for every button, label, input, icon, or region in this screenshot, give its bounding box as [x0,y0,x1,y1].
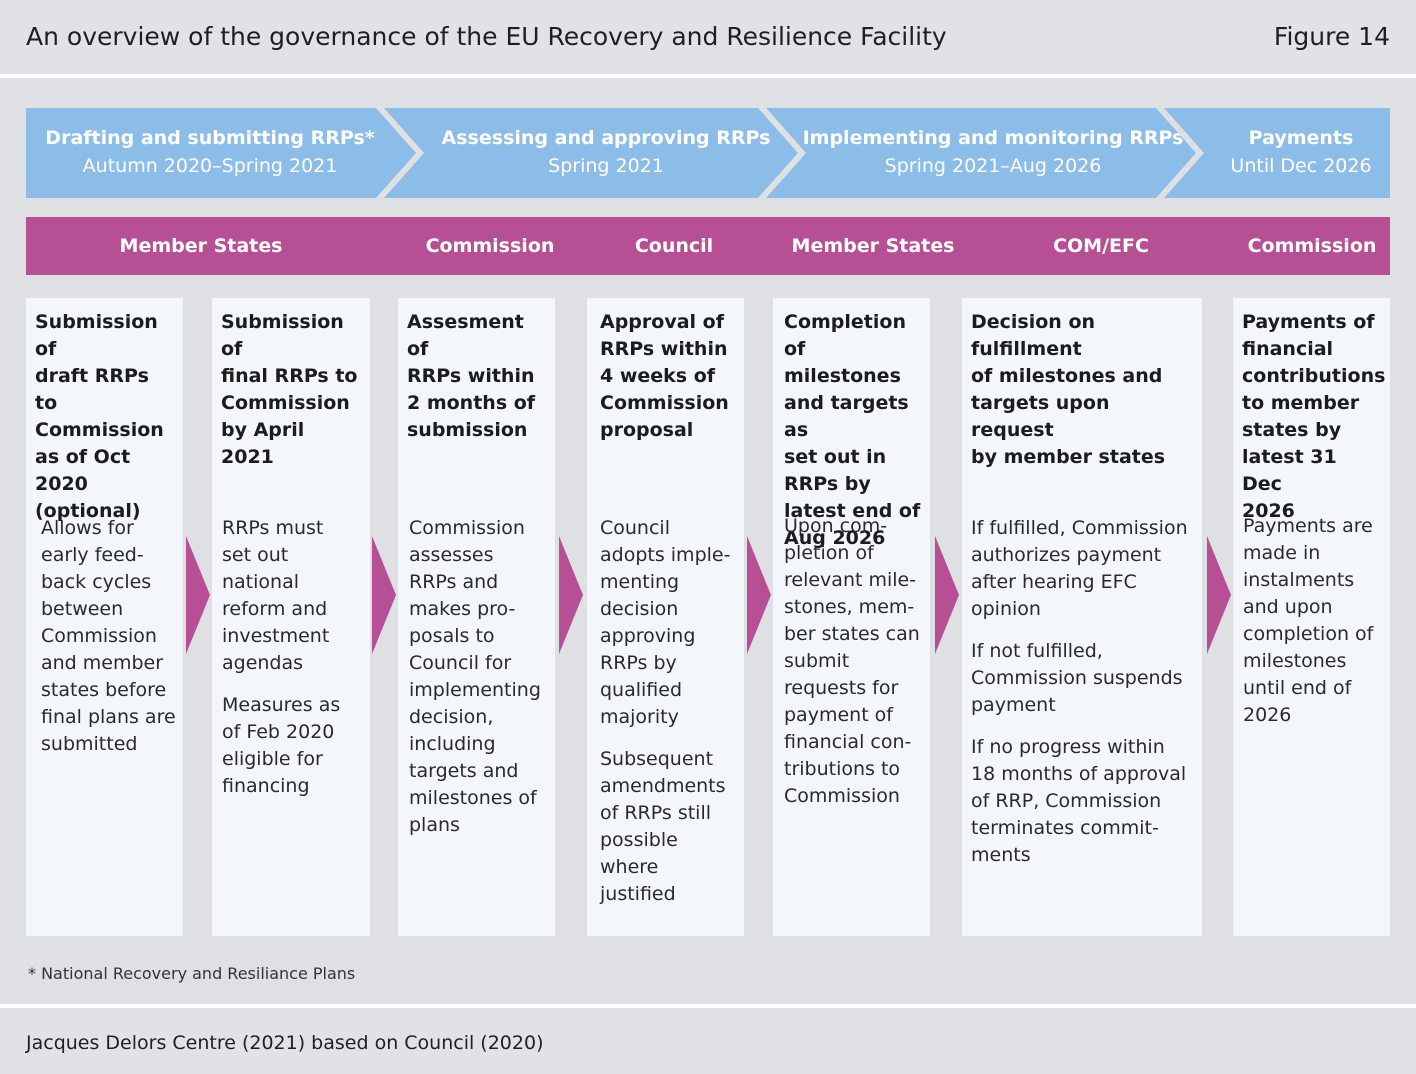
step-card-assessment: Assesment of RRPs within 2 months of sub… [398,298,555,936]
step-card-draft-submission: Submission of draft RRPs to Commission a… [26,298,183,936]
phase-period: Spring 2021–Aug 2026 [884,155,1102,177]
phase-period: Spring 2021 [548,155,664,177]
card-heading: Completion of milestones and targets as … [784,311,921,549]
card-paragraph: If not fulfilled, Commission suspends pa… [971,640,1183,716]
phase-period: Until Dec 2026 [1230,155,1372,177]
footnote: * National Recovery and Resiliance Plans [28,964,356,983]
card-heading: Payments of financial contributions to m… [1242,311,1386,522]
flow-arrow-icon [1207,536,1231,654]
phase-assessing: Assessing and approving RRPs Spring 2021 [384,108,798,198]
card-heading: Submission of draft RRPs to Commission a… [35,311,164,522]
header-divider [0,74,1416,78]
card-paragraph: Subsequent amendments of RRPs still poss… [600,748,726,905]
actor-commission: Commission [362,217,592,275]
flow-arrow-icon [372,536,396,654]
flow-arrow-icon [747,536,771,654]
card-body: Council adopts imple- menting decision a… [587,515,740,923]
card-body: If fulfilled, Commission authorizes paym… [962,515,1198,884]
step-card-completion: Completion of milestones and targets as … [773,298,930,936]
card-body: RRPs must set out national reform and in… [212,515,366,815]
footer-divider [0,1004,1416,1008]
step-card-approval: Approval of RRPs within 4 weeks of Commi… [587,298,744,936]
flow-arrow-icon [186,536,210,654]
step-card-payments: Payments of financial contributions to m… [1233,298,1390,936]
card-paragraph: Upon com- pletion of relevant mile- ston… [784,515,920,807]
card-body: Commission assesses RRPs and makes pro- … [398,515,551,854]
flow-arrow-icon [935,536,959,654]
figure-header: An overview of the governance of the EU … [0,0,1416,74]
source-credit: Jacques Delors Centre (2021) based on Co… [26,1032,544,1054]
card-heading: Submission of final RRPs to Commission b… [221,311,358,468]
card-paragraph: Allows for early feed- back cycles betwe… [41,517,176,755]
phase-period: Autumn 2020–Spring 2021 [82,155,338,177]
step-card-final-submission: Submission of final RRPs to Commission b… [212,298,370,936]
card-paragraph: Commission assesses RRPs and makes pro- … [409,517,541,836]
actor-member-states-implementation: Member States [738,217,984,275]
card-paragraph: Payments are made in instalments and upo… [1243,515,1374,726]
step-card-decision: Decision on fulfillment of milestones an… [962,298,1202,936]
actor-member-states: Member States [26,217,390,275]
card-body: Payments are made in instalments and upo… [1233,513,1386,744]
actor-commission-payments: Commission [1192,217,1390,275]
phase-drafting: Drafting and submitting RRPs* Autumn 202… [26,108,416,198]
actor-com-efc: COM/EFC [954,217,1222,275]
actor-council: Council [562,217,768,275]
figure-title: An overview of the governance of the EU … [26,22,947,51]
figure-number: Figure 14 [1273,22,1390,51]
card-heading: Approval of RRPs within 4 weeks of Commi… [600,311,729,441]
card-paragraph: If fulfilled, Commission authorizes paym… [971,517,1188,620]
card-body: Upon com- pletion of relevant mile- ston… [773,513,926,825]
phase-title: Payments [1248,127,1354,149]
card-heading: Decision on fulfillment of milestones an… [971,311,1166,468]
card-paragraph: Measures as of Feb 2020 eligible for fin… [222,694,341,797]
card-paragraph: RRPs must set out national reform and in… [222,517,330,674]
card-heading: Assesment of RRPs within 2 months of sub… [407,311,536,441]
card-body: Allows for early feed- back cycles betwe… [26,515,179,773]
phase-title: Assessing and approving RRPs [441,127,771,149]
phase-title: Drafting and submitting RRPs* [45,127,375,149]
card-paragraph: Council adopts imple- menting decision a… [600,517,731,728]
card-paragraph: If no progress within 18 months of appro… [971,736,1187,866]
phase-implementing: Implementing and monitoring RRPs Spring … [766,108,1196,198]
phase-title: Implementing and monitoring RRPs [802,127,1184,149]
flow-arrow-icon [559,536,583,654]
